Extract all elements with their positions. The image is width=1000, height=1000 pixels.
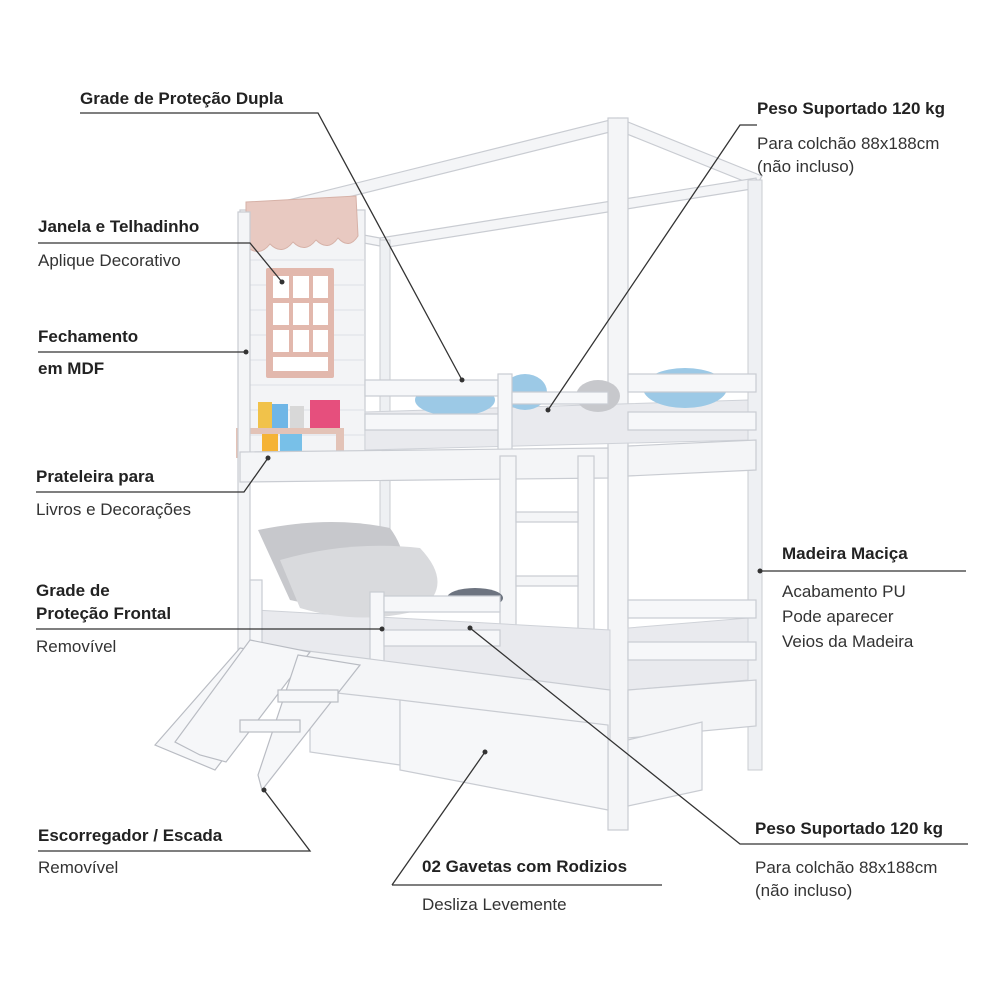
callout-peso-top-line2: (não incluso) [757, 157, 855, 176]
callout-fechamento-title1: Fechamento [38, 327, 139, 346]
slide-stairs [153, 639, 362, 792]
callout-peso-bottom-line2: (não incluso) [755, 881, 853, 900]
callout-escorregador-sub: Removível [38, 858, 119, 877]
callout-fechamento-title2: em MDF [38, 359, 105, 378]
callout-madeira-line3: Veios da Madeira [782, 632, 914, 651]
decorative-roof [245, 195, 359, 252]
drawers [309, 689, 703, 811]
callout-madeira-line2: Pode aparecer [782, 607, 894, 626]
callout-peso-bottom-line1: Para colchão 88x188cm [755, 858, 938, 877]
leader-dots [243, 279, 763, 793]
callout-grade-frontal-sub: Removível [36, 637, 117, 656]
callout-peso-bottom-title: Peso Suportado 120 kg [755, 819, 943, 838]
leader-lines [36, 112, 968, 886]
callout-janela-sub: Aplique Decorativo [38, 251, 181, 270]
callout-janela-title: Janela e Telhadinho [38, 217, 200, 236]
callout-grade-dupla-title: Grade de Proteção Dupla [80, 89, 284, 108]
callout-prateleira-sub: Livros e Decorações [36, 500, 191, 519]
callout-peso-top-line1: Para colchão 88x188cm [757, 134, 940, 153]
callout-madeira-title: Madeira Maciça [782, 544, 908, 563]
callout-gavetas-sub: Desliza Levemente [422, 895, 567, 914]
house-panel [236, 195, 366, 471]
front-posts [237, 117, 629, 831]
callout-grade-frontal-title1: Grade de [36, 581, 110, 600]
canopy-frame [238, 117, 763, 249]
callout-madeira-line1: Acabamento PU [782, 582, 906, 601]
decorative-window [266, 268, 334, 378]
callout-peso-top-title: Peso Suportado 120 kg [757, 99, 945, 118]
callout-grade-frontal-title2: Proteção Frontal [36, 604, 172, 623]
callout-gavetas-title: 02 Gavetas com Rodizios [422, 857, 628, 876]
callout-prateleira-title: Prateleira para [36, 467, 155, 486]
callout-escorregador-title: Escorregador / Escada [38, 826, 223, 845]
